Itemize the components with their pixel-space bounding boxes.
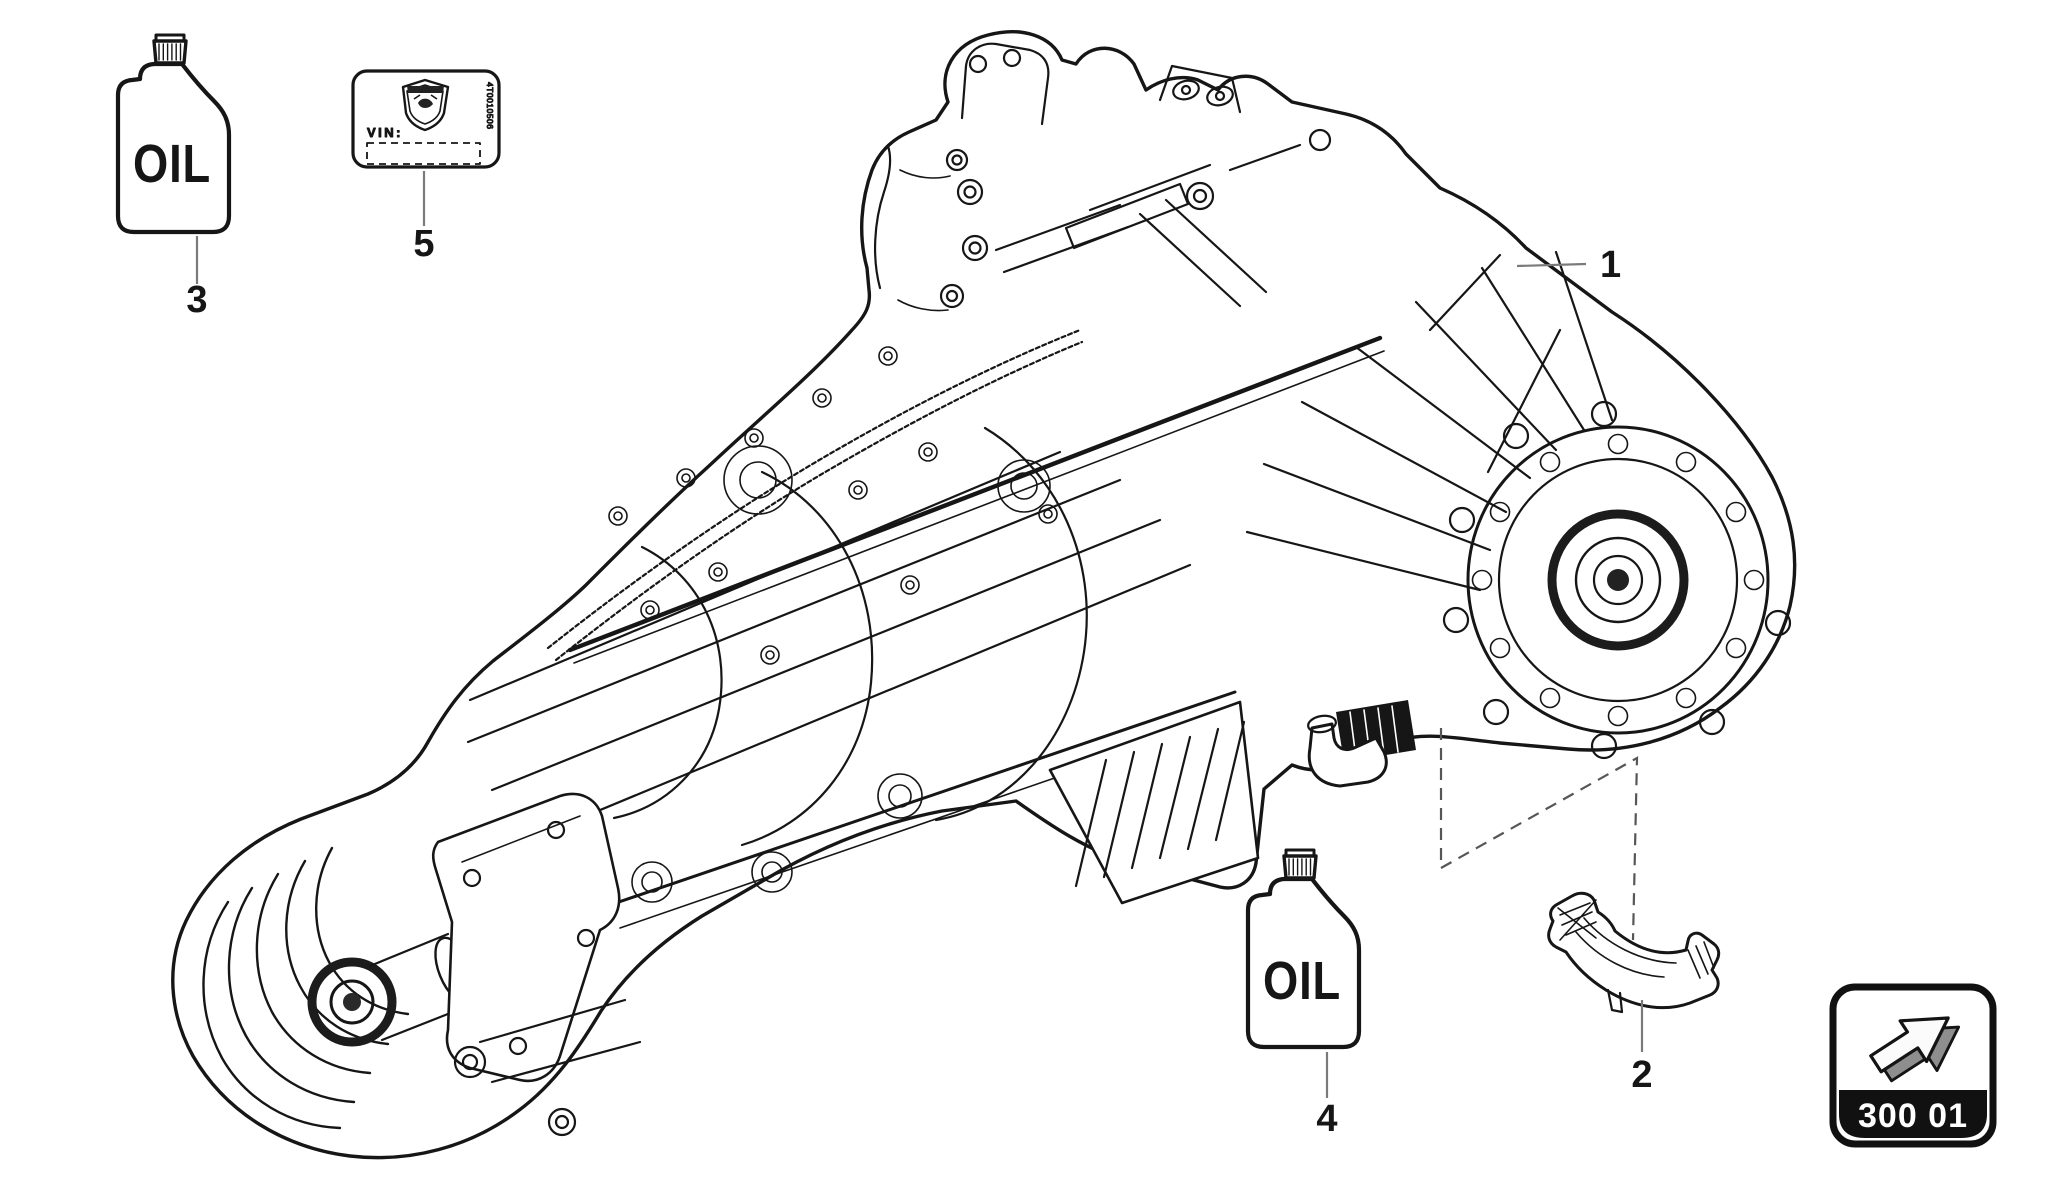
vin-label-plate: VIN: 4T0010506 [351,69,501,169]
bell-housing-ribs [1245,250,1614,592]
forward-arrow-icon [1869,1016,1961,1083]
oil-bottle-top-label: OIL [133,134,211,194]
output-flange [1442,400,1792,760]
callout-3[interactable]: 3 [186,279,207,321]
bolt-bosses [608,346,1058,903]
badge-code-strip [1839,1090,1987,1138]
top-mount-bracket-center [1158,64,1242,114]
case-section-lines [612,426,1088,847]
callout-4[interactable]: 4 [1316,1098,1337,1140]
support-bracket-part [1547,891,1721,1014]
tail-housing-fins [202,846,410,1130]
selector-linkage [994,128,1332,308]
top-rail [567,335,1383,653]
vin-entry-box [366,142,481,165]
section-nav-badge[interactable]: 300 01 [1829,983,1997,1148]
wiring-harness [546,328,1084,662]
output-shaft-seal [307,932,476,1047]
leader-line-1 [1516,262,1587,268]
coolant-elbow-pipe [1307,714,1388,788]
callout-1[interactable]: 1 [1600,244,1621,286]
tail-flange-plate [431,792,621,1083]
vin-vertical-part-code: 4T0010506 [485,82,495,130]
front-flange-plate [873,144,989,312]
top-mount-bracket-left [960,42,1050,126]
oil-bottle-bottom: OIL [1248,850,1359,1047]
sump-fins [1048,700,1260,905]
lamborghini-shield-icon [401,78,450,132]
oil-bottle-bottom-label: OIL [1263,951,1341,1011]
gearbox-illustration [171,30,1797,1160]
leader-lines [195,171,1644,1098]
dashed-reference-lines [1439,728,1639,941]
callout-2[interactable]: 2 [1631,1054,1652,1096]
badge-section-code: 300 01 [1858,1097,1968,1135]
lower-arm [453,998,642,1137]
callout-5[interactable]: 5 [413,223,434,265]
vin-field-label: VIN: [367,125,403,140]
oil-bottle-top: OIL [118,35,229,232]
